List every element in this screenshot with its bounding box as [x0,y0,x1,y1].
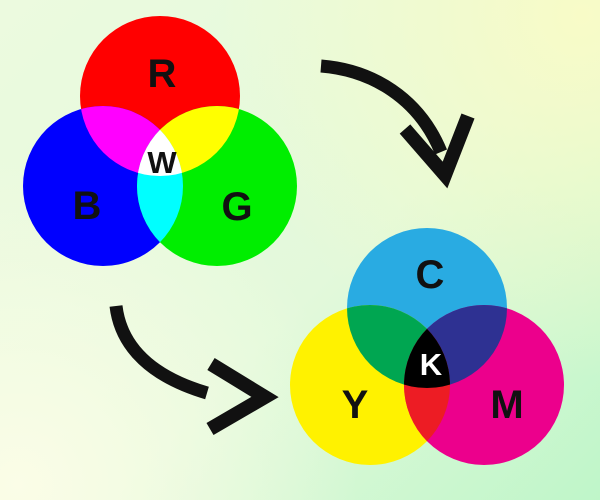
cmyk-label-black-center: K [420,347,443,382]
rgb-overlap-red-green-yellow [137,106,240,176]
rgb-overlap-red-blue-magenta [80,106,183,176]
cmyk-label-magenta: M [490,383,523,427]
top-curved-arrow [320,59,475,189]
top-curved-arrow-head [399,113,475,189]
bottom-curved-arrow-shaft [109,304,209,400]
cmyk-label-cyan: C [416,253,445,297]
cmyk-venn-diagram: C Y M K [290,228,564,465]
bottom-curved-arrow [109,304,279,436]
top-curved-arrow-shaft [320,59,448,155]
rgb-venn-diagram: R B G W [23,16,297,266]
rgb-label-red: R [148,52,177,96]
rgb-label-white-center: W [147,145,177,180]
bottom-curved-arrow-head [206,358,279,436]
rgb-label-blue: B [73,184,102,228]
rgb-label-green: G [221,185,252,229]
cmyk-label-yellow: Y [342,383,369,427]
